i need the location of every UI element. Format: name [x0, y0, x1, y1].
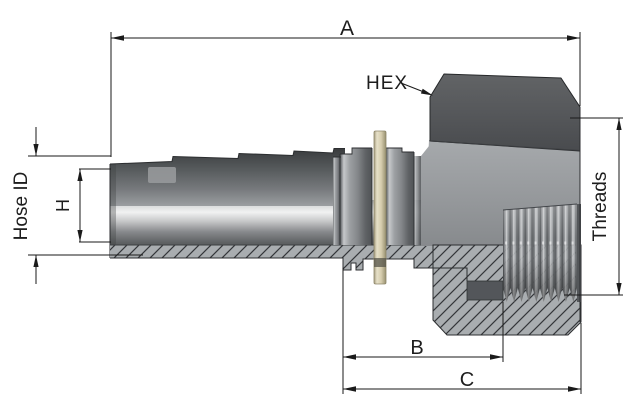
hose-id-label: Hose ID [11, 172, 32, 241]
collar-rings [333, 141, 433, 246]
dimension-a: A [110, 17, 581, 157]
dimension-c: C [343, 323, 582, 394]
threads-section [502, 107, 581, 322]
dim-b-label: B [410, 337, 423, 359]
dimension-threads: Threads [564, 117, 623, 296]
dim-c-label: C [460, 369, 474, 391]
counterbore-recess [466, 280, 504, 301]
dimension-h: H [53, 168, 111, 243]
dim-a-label: A [340, 17, 354, 40]
nut-end-face [577, 204, 581, 302]
dimension-b: B [342, 268, 504, 394]
barb-profile [110, 148, 345, 206]
dim-h-label: H [53, 199, 73, 212]
hex-callout: HEX [366, 73, 433, 96]
dimension-hose-id: Hose ID [11, 127, 143, 284]
hex-callout-label: HEX [366, 73, 408, 94]
locking-pin [373, 130, 387, 285]
threads-label: Threads [590, 172, 611, 242]
hex-top-face [429, 73, 581, 152]
